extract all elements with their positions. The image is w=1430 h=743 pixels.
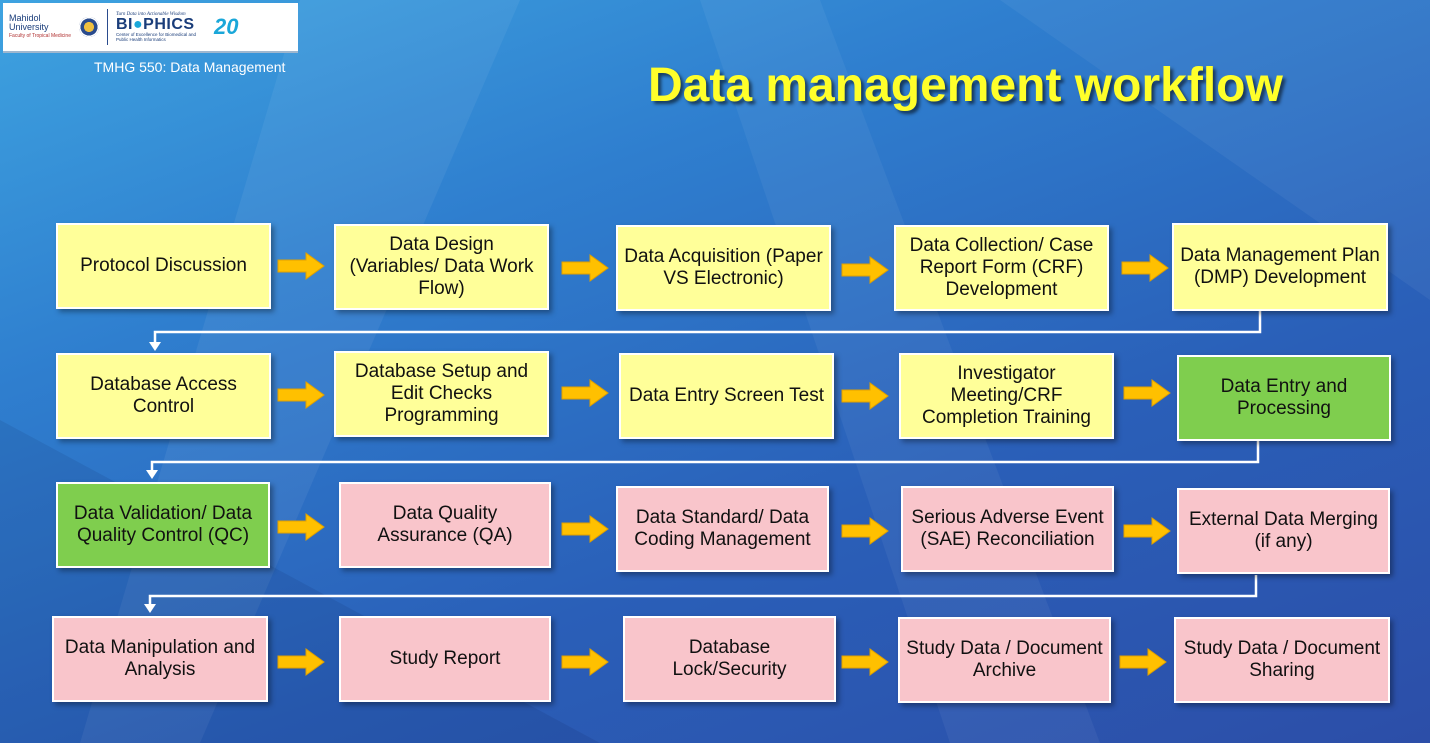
header-logos: Mahidol University Faculty of Tropical M… xyxy=(3,3,298,53)
connector-arrowhead-3 xyxy=(144,604,156,613)
workflow-step: Study Report xyxy=(339,616,551,702)
workflow-step: Data Design (Variables/ Data Work Flow) xyxy=(334,224,549,310)
workflow-step: Study Data / Document Archive xyxy=(898,617,1111,703)
workflow-step-label: Serious Adverse Event (SAE) Reconciliati… xyxy=(911,507,1104,550)
workflow-step-label: Data Management Plan (DMP) Development xyxy=(1180,245,1380,288)
workflow-step-label: Study Data / Document Archive xyxy=(906,638,1103,681)
workflow-step-label: Investigator Meeting/CRF Completion Trai… xyxy=(922,363,1091,428)
workflow-step: Study Data / Document Sharing xyxy=(1174,617,1390,703)
connector-arrowhead-1 xyxy=(149,342,161,351)
arrow-right-icon xyxy=(1119,648,1167,676)
workflow-step-label: Protocol Discussion xyxy=(80,255,247,276)
workflow-step-label: Database Setup and Edit Checks Programmi… xyxy=(354,361,529,426)
university-seal-icon xyxy=(78,17,99,37)
workflow-step: Data Acquisition (Paper VS Electronic) xyxy=(616,225,831,311)
workflow-step: Data Entry Screen Test xyxy=(619,353,834,439)
biophics-logo: Turn Data into Actionable Wisdom BI●PHIC… xyxy=(115,12,197,42)
workflow-step-label: External Data Merging (if any) xyxy=(1188,509,1379,552)
slide-title: Data management workflow xyxy=(648,59,1283,112)
arrow-right-icon xyxy=(561,379,609,407)
workflow-step-label: Data Entry and Processing xyxy=(1220,376,1348,419)
logo-divider xyxy=(106,9,108,45)
arrow-right-icon xyxy=(277,648,325,676)
connector-arrowhead-2 xyxy=(146,470,158,479)
arrow-right-icon xyxy=(841,517,889,545)
workflow-step-label: Data Entry Screen Test xyxy=(628,385,825,406)
arrow-right-icon xyxy=(277,252,325,280)
arrow-right-icon xyxy=(1123,517,1171,545)
mahidol-logo: Mahidol University Faculty of Tropical M… xyxy=(9,12,71,39)
workflow-step-label: Data Collection/ Case Report Form (CRF) … xyxy=(909,235,1094,300)
arrow-right-icon xyxy=(1121,254,1169,282)
workflow-step: Data Validation/ Data Quality Control (Q… xyxy=(56,482,270,568)
arrow-right-icon xyxy=(277,513,325,541)
arrow-right-icon xyxy=(561,515,609,543)
anniversary-logo: 20 xyxy=(213,14,239,39)
arrow-right-icon xyxy=(841,256,889,284)
workflow-step-label: Data Manipulation and Analysis xyxy=(64,637,256,680)
workflow-step-label: Data Standard/ Data Coding Management xyxy=(634,507,811,550)
workflow-step: Data Collection/ Case Report Form (CRF) … xyxy=(894,225,1109,311)
arrow-right-icon xyxy=(277,381,325,409)
workflow-step-label: Data Validation/ Data Quality Control (Q… xyxy=(73,503,253,546)
workflow-step-label: Study Report xyxy=(389,648,501,669)
workflow-step-label: Database Access Control xyxy=(90,374,237,417)
workflow-step-label: Data Design (Variables/ Data Work Flow) xyxy=(349,234,534,299)
arrow-right-icon xyxy=(841,648,889,676)
workflow-step: Data Entry and Processing xyxy=(1177,355,1391,441)
workflow-step: Serious Adverse Event (SAE) Reconciliati… xyxy=(901,486,1114,572)
arrow-right-icon xyxy=(841,382,889,410)
arrow-right-icon xyxy=(561,254,609,282)
workflow-step: Database Lock/Security xyxy=(623,616,836,702)
workflow-step: Data Manipulation and Analysis xyxy=(52,616,268,702)
workflow-step: Data Quality Assurance (QA) xyxy=(339,482,551,568)
workflow-step: Investigator Meeting/CRF Completion Trai… xyxy=(899,353,1114,439)
course-label: TMHG 550: Data Management xyxy=(94,59,286,75)
arrow-right-icon xyxy=(561,648,609,676)
workflow-step-label: Database Lock/Security xyxy=(672,637,787,680)
workflow-step: External Data Merging (if any) xyxy=(1177,488,1390,574)
workflow-step: Data Management Plan (DMP) Development xyxy=(1172,223,1388,311)
workflow-step: Database Access Control xyxy=(56,353,271,439)
arrow-right-icon xyxy=(1123,379,1171,407)
workflow-step: Protocol Discussion xyxy=(56,223,271,309)
workflow-step-label: Data Quality Assurance (QA) xyxy=(377,503,513,546)
workflow-step-label: Data Acquisition (Paper VS Electronic) xyxy=(624,246,823,289)
workflow-step-label: Study Data / Document Sharing xyxy=(1183,638,1381,681)
workflow-step: Data Standard/ Data Coding Management xyxy=(616,486,829,572)
workflow-step: Database Setup and Edit Checks Programmi… xyxy=(334,351,549,437)
